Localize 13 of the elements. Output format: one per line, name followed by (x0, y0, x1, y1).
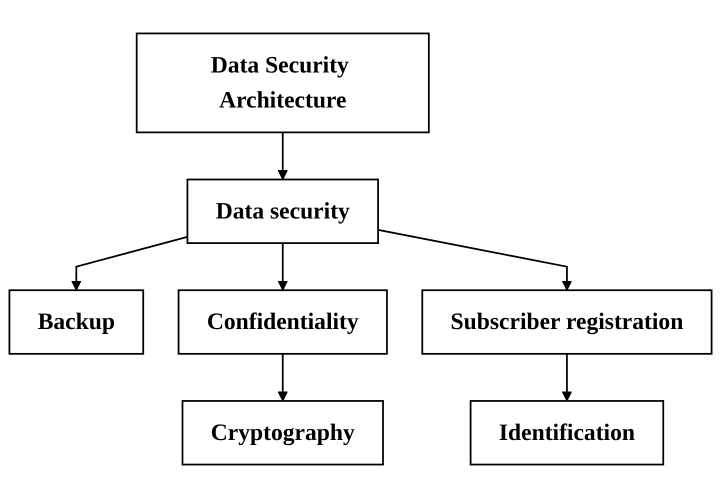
node-box: Identification (470, 400, 664, 466)
node-box: Cryptography (182, 400, 384, 466)
arrow (278, 243, 288, 291)
node-box: Confidentiality (178, 289, 388, 355)
node-box: Data Security Architecture (136, 32, 430, 134)
arrow (562, 354, 572, 402)
node-box: Subscriber registration (421, 289, 712, 355)
node-box: Data security (186, 178, 379, 244)
node-box: Backup (8, 289, 144, 355)
arrow (278, 354, 288, 402)
arrow (278, 132, 288, 180)
arrow (71, 236, 188, 291)
arrow (378, 229, 572, 291)
